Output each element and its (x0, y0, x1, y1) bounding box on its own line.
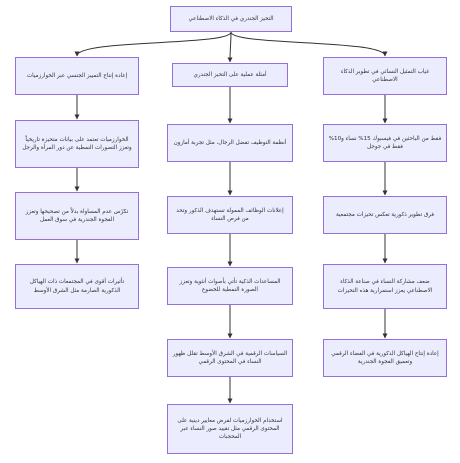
node-label: إعلانات الوظائف الممولة تستهدف الذكور وت… (176, 207, 284, 222)
root-node-label: التحيز الجندري في الذكاء الاصطناعي (188, 15, 274, 22)
node-stronger-effects: تأثيرات أقوى في المجتمعات ذات الهياكل ال… (15, 264, 139, 309)
node-label: فرق تطوير ذكورية تعكس تحيزات مجتمعية (335, 211, 435, 218)
edge-root-to-column-1 (227, 31, 233, 63)
node-reproduce-structures: إعادة إنتاج الهياكل الذكورية في الفضاء ا… (323, 339, 447, 377)
edge-root-to-column-0 (74, 31, 232, 57)
node-label: أمثلة عملية على التحيز الجندري (193, 71, 267, 78)
node-label: تأثيرات أقوى في المجتمعات ذات الهياكل ال… (29, 279, 125, 294)
node-biased-data: الخوارزميات تعتمد على بيانات متحيزة تاري… (15, 120, 139, 168)
node-label: ضعف مشاركة النساء في صناعة الذكاء الاصطن… (337, 279, 433, 294)
node-religious-standards: استخدام الخوارزميات لفرض معايير دينية عل… (167, 404, 293, 454)
node-algorithmic-discrimination: إعادة إنتاج التمييز الجنسي عبر الخوارزمي… (15, 57, 139, 95)
node-label: فقط من الباحثين في فيسبوك 15% نساء و10% … (328, 135, 442, 150)
node-job-ads: إعلانات الوظائف الممولة تستهدف الذكور وت… (167, 196, 293, 234)
node-male-teams: فرق تطوير ذكورية تعكس تحيزات مجتمعية (323, 196, 447, 234)
node-smart-assistants: المساعدات الذكية تأتي بأصوات أنثوية وتعز… (167, 267, 293, 305)
node-label: أنظمة التوظيف تفضل الرجال، مثل تجربة أما… (173, 139, 287, 146)
node-digital-policies: السياسات الرقمية في الشرق الأوسط تقلل ظه… (167, 339, 293, 377)
node-weak-participation: ضعف مشاركة النساء في صناعة الذكاء الاصطن… (323, 264, 447, 309)
edge-root-to-column-2 (230, 31, 388, 57)
node-label: تكرّس عدم المساواة بدلاً من تصحيحها وتعز… (25, 208, 129, 223)
node-label: إعادة إنتاج التمييز الجنسي عبر الخوارزمي… (26, 72, 128, 79)
node-researchers-stat: فقط من الباحثين في فيسبوك 15% نساء و10% … (323, 124, 447, 162)
node-label: غياب التمثيل النسائي في تطوير الذكاء الا… (340, 68, 430, 83)
node-representation-gap: غياب التمثيل النسائي في تطوير الذكاء الا… (323, 57, 447, 95)
node-label: السياسات الرقمية في الشرق الأوسط تقلل ظه… (172, 350, 288, 365)
node-label: المساعدات الذكية تأتي بأصوات أنثوية وتعز… (179, 278, 281, 293)
root-node: التحيز الجندري في الذكاء الاصطناعي (170, 6, 292, 32)
node-hiring-systems: أنظمة التوظيف تفضل الرجال، مثل تجربة أما… (167, 124, 293, 162)
node-label: الخوارزميات تعتمد على بيانات متحيزة تاري… (22, 136, 132, 151)
node-practical-examples: أمثلة عملية على التحيز الجندري (172, 63, 288, 87)
node-inequality: تكرّس عدم المساواة بدلاً من تصحيحها وتعز… (15, 192, 139, 240)
node-label: إعادة إنتاج الهياكل الذكورية في الفضاء ا… (331, 350, 439, 365)
node-label: استخدام الخوارزميات لفرض معايير دينية عل… (177, 417, 283, 441)
